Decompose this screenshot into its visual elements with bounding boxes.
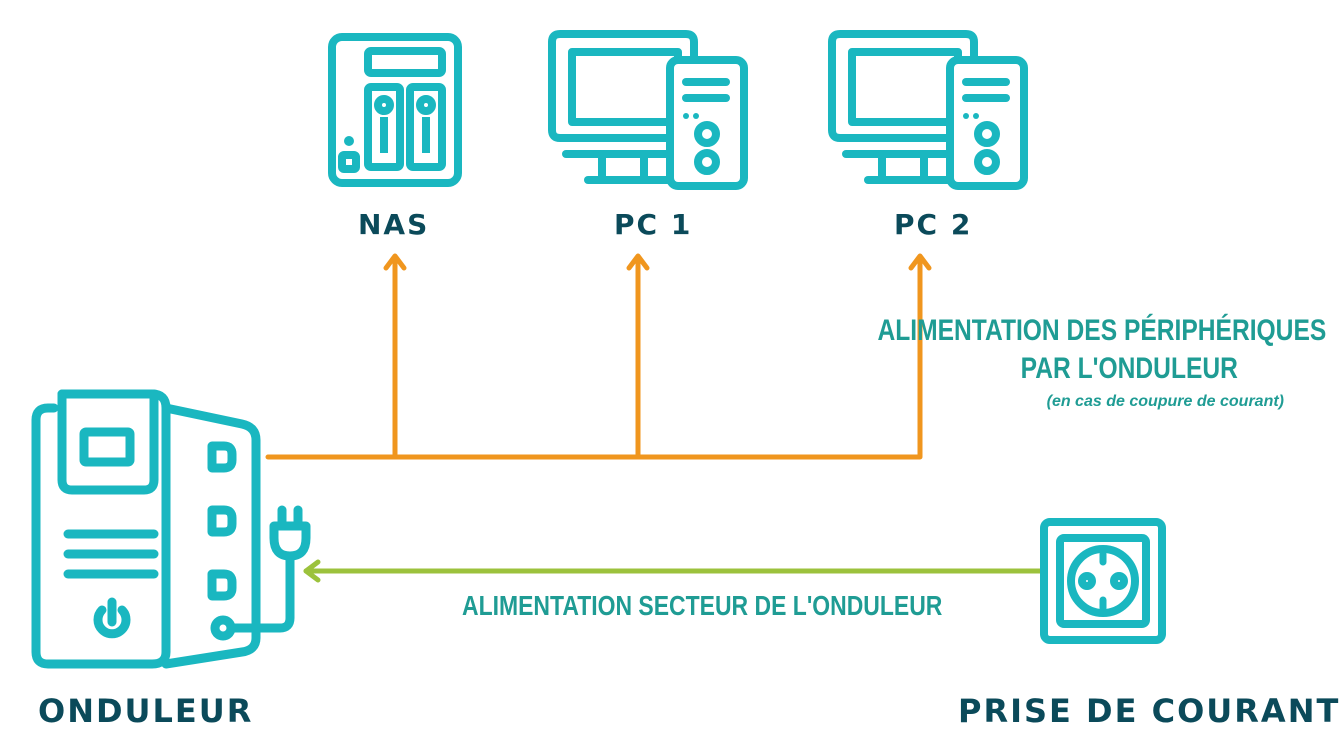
pc1-label: PC 1 <box>614 208 693 241</box>
pc2-label: PC 2 <box>894 208 973 241</box>
ups-output-label-line2: PAR L'ONDULEUR <box>1020 352 1238 385</box>
pc2-arrowhead <box>908 253 932 271</box>
power-outlet-icon <box>1040 518 1166 644</box>
ups-output-label-line1: ALIMENTATION DES PÉRIPHÉRIQUES <box>877 314 1326 347</box>
mains-input-line <box>303 559 1043 583</box>
nas-label: NAS <box>358 208 430 241</box>
nas-arrowhead <box>383 253 407 271</box>
desktop-computer-icon <box>548 30 748 190</box>
ups-input-arrowhead <box>303 559 321 583</box>
mains-input-label: ALIMENTATION SECTEUR DE L'ONDULEUR <box>462 590 943 621</box>
ups-output-lines <box>265 253 932 460</box>
ups-output-note: (en cas de coupure de courant) <box>1046 393 1284 410</box>
ups-label: ONDULEUR <box>38 692 254 730</box>
desktop-computer-icon <box>828 30 1028 190</box>
pc1-arrowhead <box>626 253 650 271</box>
nas-icon <box>328 33 462 187</box>
outlet-label: PRISE DE COURANT <box>958 692 1341 730</box>
ups-to-pc2-line <box>265 255 923 460</box>
ups-icon <box>31 389 311 669</box>
